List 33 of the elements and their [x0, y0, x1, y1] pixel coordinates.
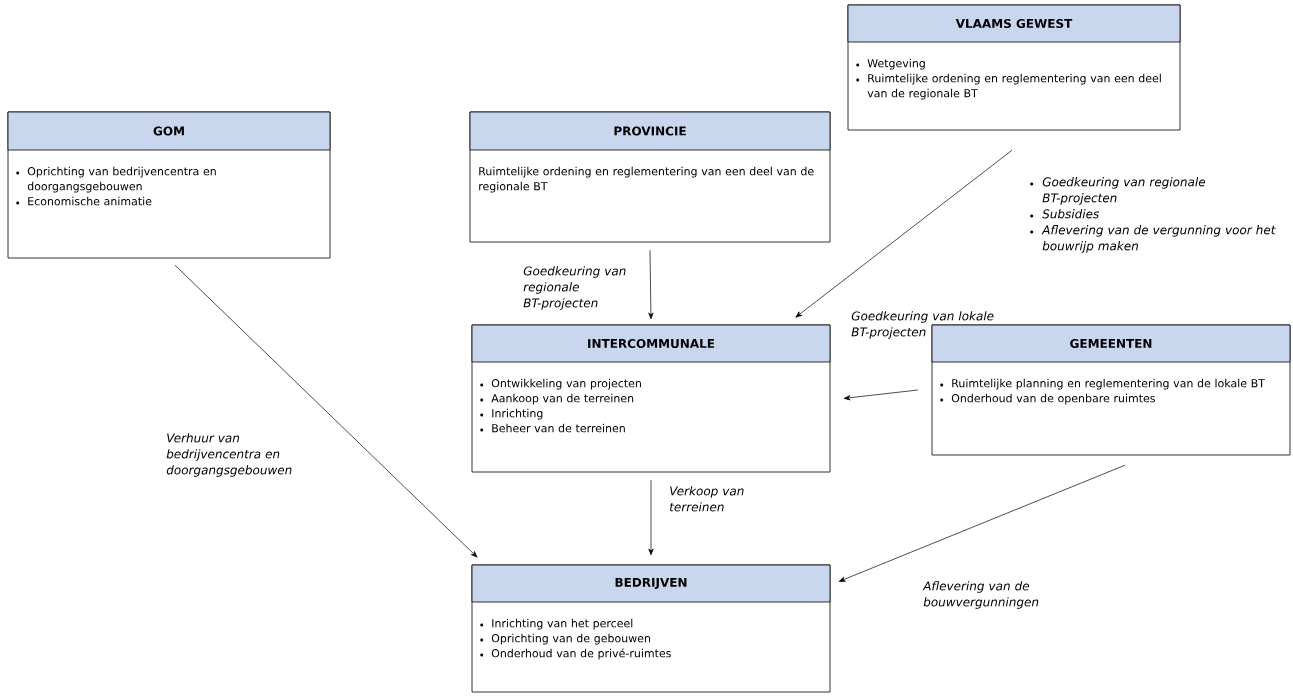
arrow: [174, 264, 478, 558]
list-item: Onderhoud van de openbare ruimtes: [940, 393, 1155, 405]
note-item: Subsidies: [1030, 209, 1099, 219]
edge-label: Verkoop van terreinen: [670, 486, 744, 512]
list-item: Aankoop van de terreinen: [480, 393, 634, 405]
list-item: Economische animatie: [16, 196, 152, 206]
info-box: VLAAMS GEWEST Wetgeving Ruimtelijke ordening en reglementering van een deel van de regionale BT: [847, 4, 1181, 131]
list-item: Beheer van de terreinen: [480, 423, 625, 433]
list-item: Inrichting: [480, 408, 543, 420]
list-item: Wetgeving: [856, 58, 925, 70]
list-item: Onderhoud van de privé-ruimtes: [480, 648, 671, 660]
list-item: Oprichting van bedrijvencentra en doorgangsgebouwen: [16, 166, 216, 193]
note-item: Aflevering van de vergunning voor het bouwrijp maken: [1030, 225, 1276, 253]
list-item: Ontwikkeling van projecten: [480, 378, 641, 390]
arrow: [648, 249, 654, 320]
list-item: Oprichting van de gebouwen: [480, 633, 650, 645]
info-box: INTERCOMMUNALE Ontwikkeling van projecten Aankoop van de terreinen Inrichting Beheer van de terreinen: [471, 324, 831, 473]
arrow: [795, 149, 1013, 318]
list-item: Ruimtelijke planning en reglementering van de lokale BT: [940, 378, 1265, 390]
body-text: Ruimtelijke ordening en reglementering van een deel van de regionale BT: [479, 166, 814, 193]
info-box: GEMEENTEN Ruimtelijke planning en reglementering van de lokale BT Onderhoud van de openbare ruimtes: [931, 324, 1291, 456]
edge-label: Aflevering van de bouwvergunningen: [922, 581, 1039, 609]
edge-label: Goedkeuring van regionale BT-projecten: [523, 266, 626, 310]
info-box: BEDRIJVEN Inrichting van het perceel Oprichting van de gebouwen Onderhoud van de privé-ruimtes: [471, 564, 831, 693]
note-item: Goedkeuring van regionale BT-projecten: [1030, 177, 1206, 205]
list-item: Ruimtelijke ordening en reglementering van een deel van de regionale BT: [856, 73, 1161, 100]
info-box: GOM Oprichting van bedrijvencentra en doorgangsgebouwen Economische animatie: [7, 111, 331, 259]
arrow: [843, 389, 919, 401]
info-box: PROVINCIE Ruimtelijke ordening en reglementering van een deel van de regionale BT: [469, 111, 831, 243]
arrow: [838, 464, 1126, 582]
arrow: [648, 479, 654, 556]
list-item: Inrichting van het perceel: [480, 618, 633, 630]
edge-label: Verhuur van bedrijvencentra en doorgangsgebouwen: [166, 433, 292, 477]
